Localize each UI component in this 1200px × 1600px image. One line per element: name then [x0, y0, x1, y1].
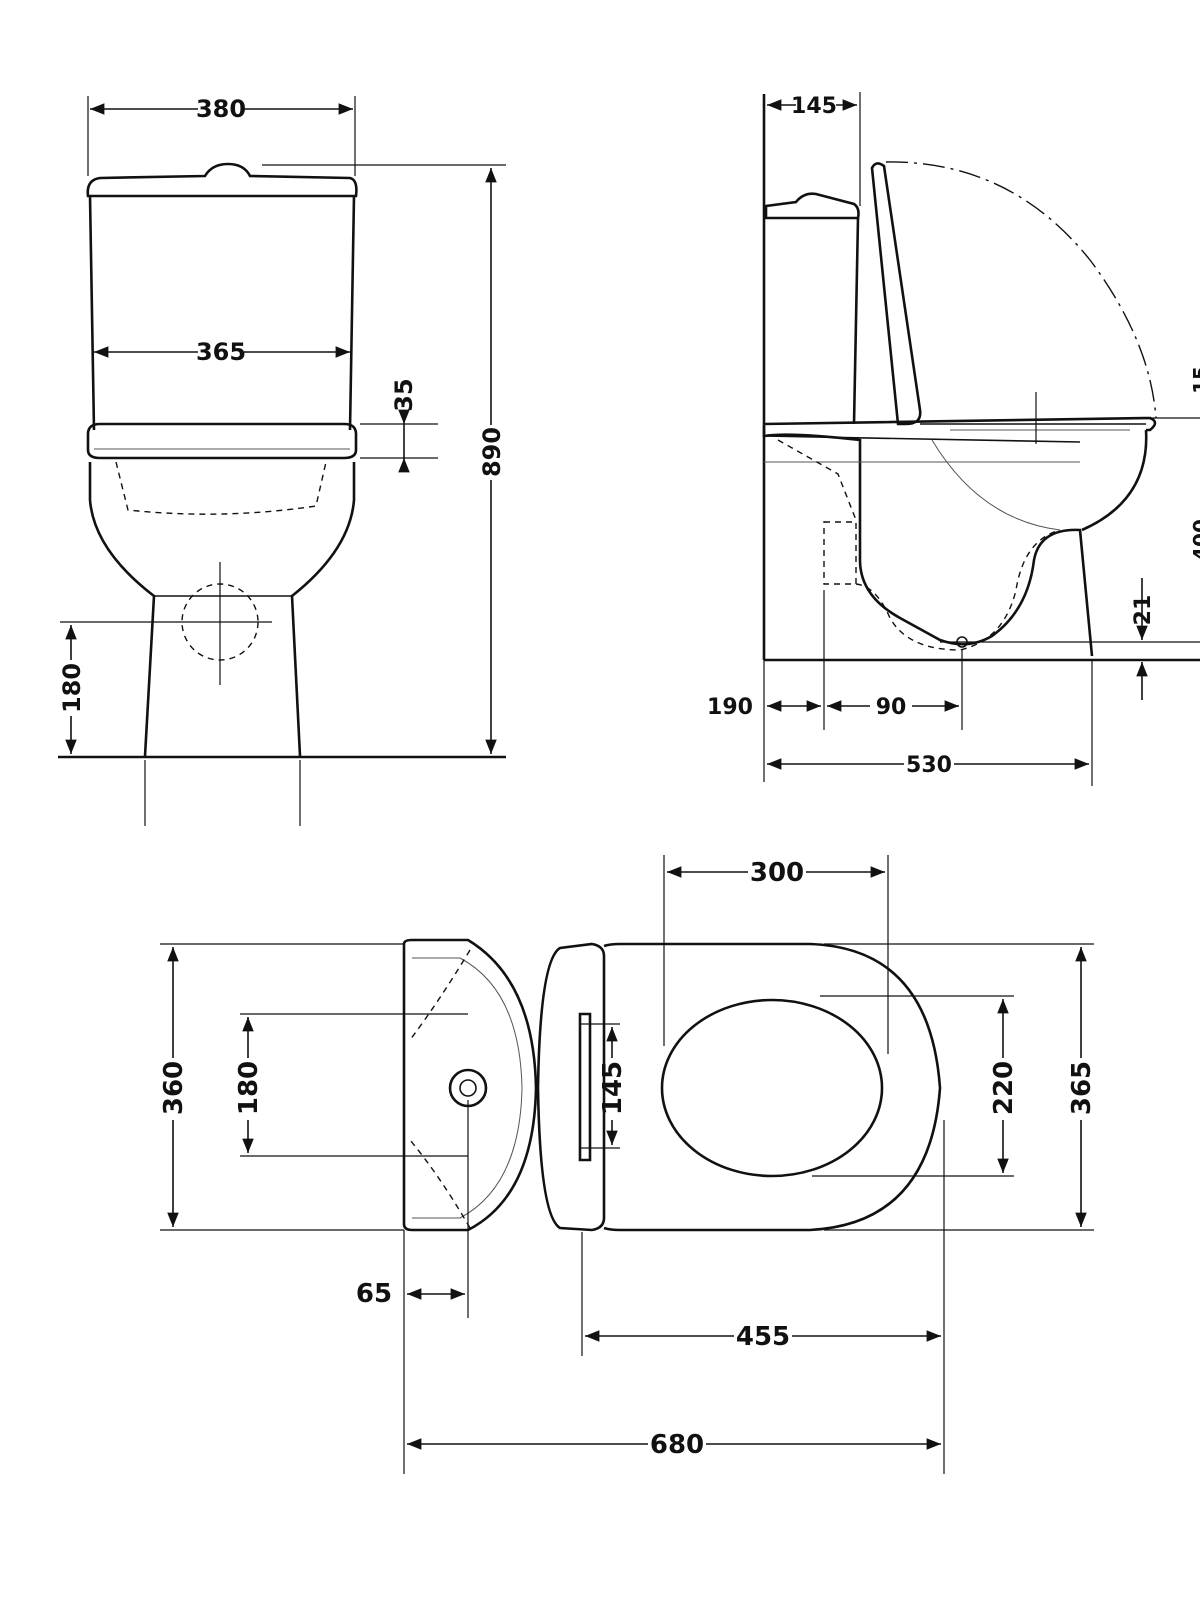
dim-cistern-depth: 145 [791, 94, 837, 119]
bowl [88, 462, 356, 757]
dim-hinge-spacing: 145 [598, 1061, 628, 1115]
dim-seat-thickness: 35 [390, 378, 418, 411]
seat-opening [660, 998, 884, 1178]
dim-seat-opening-length: 300 [750, 858, 804, 888]
side-view: 145 21 15 400 190 90 530 [707, 92, 1200, 786]
dim-rim-height-cut: 400 [1189, 519, 1200, 561]
dim-fixing-spacing: 180 [234, 1061, 264, 1115]
side-cistern [764, 192, 860, 220]
dim-total-height: 890 [478, 427, 506, 477]
plan-cistern [402, 938, 538, 1232]
dim-wall-to-fixing: 65 [356, 1279, 392, 1309]
dim-total-length: 530 [906, 753, 952, 778]
dim-width-cistern: 365 [196, 338, 246, 366]
cistern-body [88, 195, 356, 431]
dim-overall-width: 360 [159, 1061, 189, 1115]
dim-outlet-spacing: 90 [876, 695, 907, 720]
lid-swing-arc [885, 161, 1157, 419]
dim-overall-length: 680 [650, 1430, 704, 1460]
dim-seat-width: 365 [1067, 1061, 1097, 1115]
plan-view: 300 360 180 145 220 365 6 [159, 855, 1097, 1474]
cistern-lid [86, 162, 358, 198]
side-bowl [762, 426, 1148, 657]
seat [86, 422, 358, 460]
hinge-block [536, 942, 606, 1232]
dim-outlet-offset: 21 [1131, 595, 1156, 626]
dim-width-top: 380 [196, 95, 246, 123]
seat-lid-raised [870, 162, 922, 426]
dim-seat-height-cut: 15 [1189, 366, 1200, 394]
front-view: 380 365 35 890 180 300 [50, 95, 510, 856]
dim-outlet-height: 180 [58, 663, 86, 713]
plan-seat [603, 942, 942, 1232]
dim-seat-opening-width: 220 [989, 1061, 1019, 1115]
dim-hinge-to-front: 455 [736, 1322, 790, 1352]
dim-wall-to-outlet: 190 [707, 695, 753, 720]
